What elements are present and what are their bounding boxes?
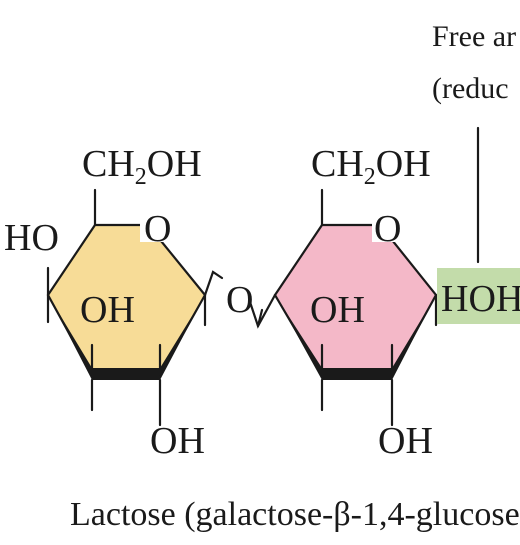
diagram-caption: Lactose (galactose-β-1,4-glucose)	[70, 496, 520, 533]
annotation-line-1: Free ar	[432, 20, 516, 53]
glucose-front-edge	[275, 295, 436, 380]
glucose-ring-oxygen-label: O	[374, 208, 401, 250]
galactose-ring-oxygen-bg	[140, 212, 170, 242]
glycosidic-linkage	[203, 270, 277, 329]
galactose-c4-oh-label: OH	[80, 289, 135, 331]
reducing-end-highlight	[437, 268, 520, 324]
galactose-ring	[46, 188, 207, 427]
glucose-ring-oxygen-bg	[372, 212, 402, 242]
annotation-line-2: (reduc	[432, 72, 509, 105]
galactose-ring-oxygen-label: O	[144, 208, 171, 250]
galactose-c4-ho-label: HO	[4, 217, 59, 259]
glucose-c3-oh-label: OH	[310, 289, 365, 331]
glucose-ring	[273, 188, 438, 427]
galactose-front-edge	[48, 295, 205, 380]
glucose-c4-bond	[256, 308, 264, 328]
glucose-c2-oh-label: OH	[378, 420, 433, 462]
galactose-c2-oh-label: OH	[150, 420, 205, 462]
galactose-ch2oh-label: CH2OH	[82, 143, 202, 190]
glucose-ch2oh-label: CH2OH	[311, 143, 431, 190]
glycosidic-bond-left	[203, 270, 224, 297]
reducing-end-hoh-label: HOH	[441, 278, 520, 320]
glycosidic-oxygen-label: O	[226, 279, 253, 321]
